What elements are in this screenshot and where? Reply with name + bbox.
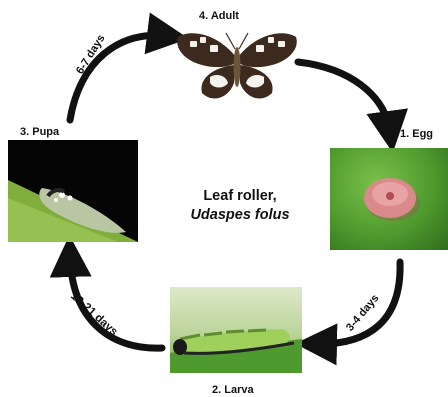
egg-on-leaf-photo <box>330 148 448 250</box>
arrow-adult-to-egg <box>298 62 390 132</box>
butterfly-photo <box>172 27 302 105</box>
title-common-name: Leaf roller, <box>203 188 276 204</box>
diagram-title: Leaf roller, Udaspes folus <box>170 187 310 225</box>
arrow-egg-to-larva <box>316 262 400 344</box>
stage-label-egg: 1. Egg <box>400 128 433 140</box>
title-species-name: Udaspes folus <box>170 206 310 225</box>
stage-label-adult: 4. Adult <box>199 10 239 22</box>
caterpillar-photo <box>170 287 302 373</box>
arrow-pupa-to-adult <box>70 35 168 120</box>
stage-label-larva: 2. Larva <box>212 384 254 396</box>
stage-label-pupa: 3. Pupa <box>20 126 59 138</box>
pupa-photo <box>8 140 138 242</box>
